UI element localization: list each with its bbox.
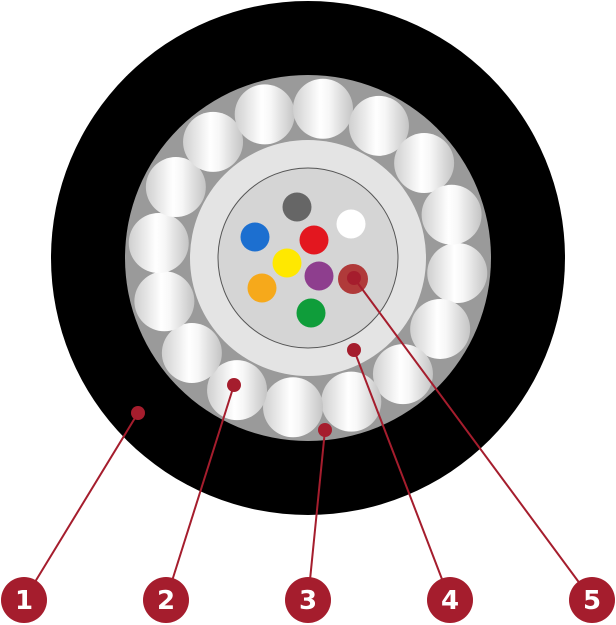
callout-dot bbox=[347, 343, 361, 357]
callout-line bbox=[307, 429, 326, 601]
armor-wire bbox=[348, 95, 409, 156]
callout-number: 3 bbox=[299, 586, 317, 616]
callout-line bbox=[23, 412, 139, 601]
armor-wire bbox=[128, 213, 189, 274]
callout-dot bbox=[318, 423, 332, 437]
armor-wire bbox=[421, 184, 482, 245]
armor-wire bbox=[292, 78, 353, 139]
callouts: 1 2 3 4 5 bbox=[1, 271, 615, 623]
callout-line bbox=[353, 277, 593, 601]
callout-badge bbox=[1, 577, 47, 623]
callout-badge bbox=[427, 577, 473, 623]
armor-wire bbox=[321, 371, 382, 432]
callout-badge bbox=[143, 577, 189, 623]
armor-wire bbox=[427, 242, 488, 303]
callout-number: 2 bbox=[157, 586, 175, 616]
callout-line bbox=[165, 384, 235, 601]
optical-fiber bbox=[272, 248, 302, 278]
callout-number: 1 bbox=[15, 586, 33, 616]
callout-line bbox=[353, 349, 451, 601]
callout-badge bbox=[569, 577, 615, 623]
optical-fiber bbox=[299, 225, 329, 255]
callout-badge bbox=[285, 577, 331, 623]
callout-dot bbox=[131, 406, 145, 420]
optical-fiber bbox=[304, 261, 334, 291]
optical-fiber bbox=[296, 298, 326, 328]
armor-wire bbox=[145, 157, 206, 218]
armor-wire bbox=[234, 84, 295, 145]
armor-wire bbox=[134, 271, 195, 332]
optical-fiber bbox=[336, 209, 366, 239]
callout-number: 5 bbox=[583, 586, 601, 616]
callout-dot bbox=[347, 271, 361, 285]
armor-wire bbox=[161, 322, 222, 383]
armor-wire bbox=[183, 111, 244, 172]
armor-wires bbox=[128, 78, 488, 438]
optical-fiber bbox=[282, 192, 312, 222]
callout-dot bbox=[227, 378, 241, 392]
armor-wire bbox=[263, 377, 324, 438]
armor-wire bbox=[372, 344, 433, 405]
callout-number: 4 bbox=[441, 586, 459, 616]
armor-wire bbox=[410, 298, 471, 359]
optical-fiber bbox=[247, 273, 277, 303]
optical-fiber bbox=[240, 222, 270, 252]
armor-wire bbox=[394, 133, 455, 194]
